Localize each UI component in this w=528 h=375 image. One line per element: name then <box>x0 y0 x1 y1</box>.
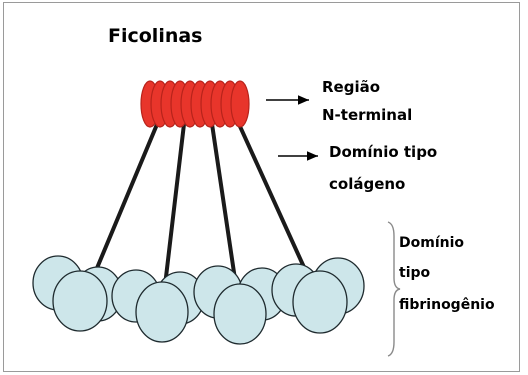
n-terminal-region <box>141 81 249 127</box>
fibrinogen-globule <box>53 271 107 331</box>
label-collagen-line2: colágeno <box>329 175 405 193</box>
label-fibrinogen-line1: Domínio <box>399 235 464 251</box>
label-fibrinogen-line3: fibrinogênio <box>399 297 495 313</box>
fibrinogen-globules <box>33 256 364 344</box>
label-n-terminal-line2: N-terminal <box>322 106 412 124</box>
n-terminal-disc <box>231 81 249 127</box>
diagram-title: Ficolinas <box>108 25 203 47</box>
fibrinogen-globule <box>136 282 188 342</box>
label-fibrinogen-line2: tipo <box>399 265 431 281</box>
fibrinogen-globule <box>214 284 266 344</box>
label-n-terminal-line1: Região <box>322 78 380 96</box>
stalk-1 <box>92 122 158 280</box>
stalk-3 <box>212 124 236 286</box>
label-collagen-line1: Domínio tipo <box>329 143 437 161</box>
collagen-stalks <box>92 122 308 294</box>
stalk-2 <box>164 124 184 294</box>
fibrinogen-globule <box>293 271 347 333</box>
stalk-4 <box>238 122 308 276</box>
